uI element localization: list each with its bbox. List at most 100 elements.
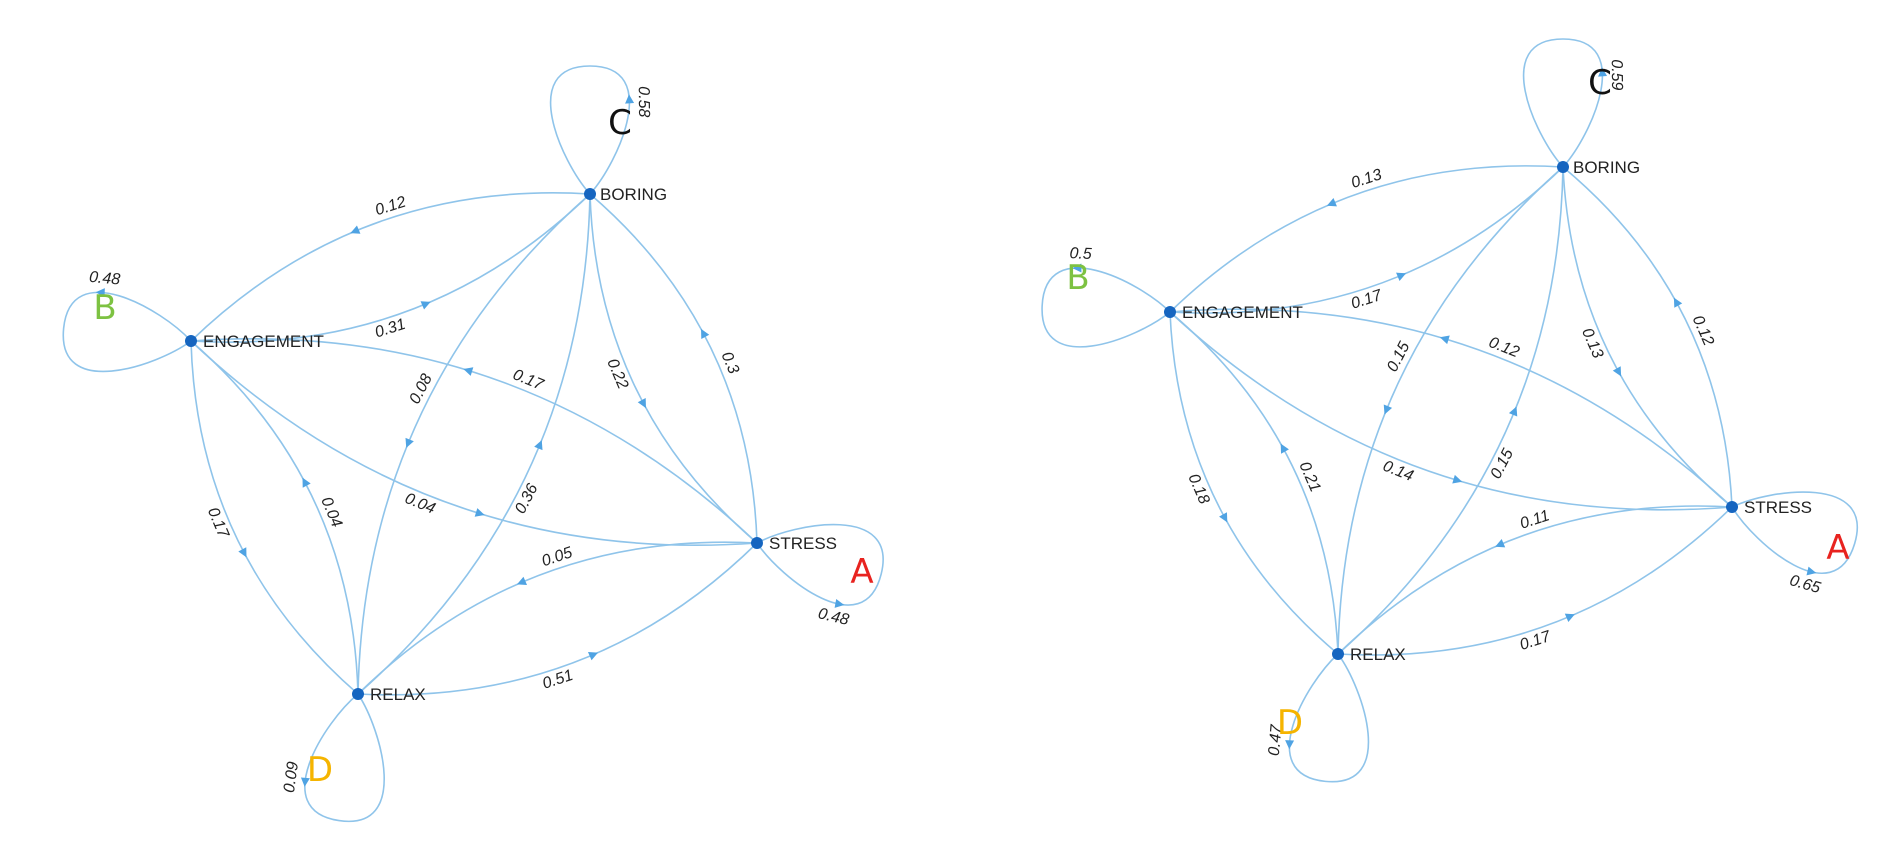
- edge-engagement-to-boring: 0.17: [1169, 166, 1564, 314]
- edge-weight: 0.17: [204, 505, 232, 541]
- edge-arrow: [1219, 512, 1228, 523]
- self-loop-engagement: 0.48: [62, 269, 192, 373]
- node-stress: STRESS: [1726, 498, 1812, 517]
- loop-arrow: [625, 94, 635, 104]
- edge-weight: 0.14: [1380, 458, 1415, 485]
- node-dot: [185, 335, 197, 347]
- edge-arrow: [534, 440, 543, 451]
- edge-weight: 0.21: [1295, 459, 1323, 494]
- nodes: BORING ENGAGEMENT STRESS RELAX: [1164, 158, 1812, 664]
- edge-arrow: [1452, 474, 1463, 484]
- node-label: ENGAGEMENT: [1182, 303, 1303, 322]
- node-relax: RELAX: [1332, 645, 1406, 664]
- edge-arrow: [701, 328, 710, 339]
- edge-line: [357, 193, 591, 695]
- node-stress: STRESS: [751, 534, 837, 553]
- edge-line: [1169, 166, 1564, 314]
- loop-line: [62, 291, 192, 373]
- edge-boring-to-relax: 0.15: [1337, 166, 1564, 655]
- loop-arrow: [1072, 263, 1082, 273]
- edge-weight: 0.51: [540, 667, 575, 693]
- edge-line: [1562, 166, 1733, 508]
- self-loop-engagement: 0.5: [1041, 245, 1171, 348]
- edge-arrow: [302, 477, 311, 488]
- loop-weight: 0.48: [88, 269, 121, 289]
- edge-weight: 0.08: [406, 371, 435, 407]
- edge-line: [357, 541, 758, 695]
- edge-arrow: [1508, 406, 1518, 417]
- edge-weight: 0.04: [317, 495, 345, 530]
- region-letter-engagement: B: [93, 288, 116, 328]
- region-letter-engagement: B: [1066, 258, 1089, 298]
- node-dot: [1332, 648, 1344, 660]
- edge-arrow: [238, 547, 247, 558]
- loop-line: [549, 65, 631, 195]
- node-dot: [1726, 501, 1738, 513]
- edge-line: [589, 193, 758, 544]
- self-loops: 0.59 0.5 0.65 0.47: [1041, 38, 1858, 783]
- nodes: BORING ENGAGEMENT STRESS RELAX: [185, 185, 837, 704]
- edge-arrow: [1326, 198, 1337, 207]
- edge-line: [357, 193, 591, 695]
- edge-weight: 0.12: [1689, 313, 1717, 348]
- node-dot: [1164, 306, 1176, 318]
- edge-arrow: [1383, 404, 1393, 415]
- edge-weight: 0.12: [373, 194, 408, 220]
- edge-stress-to-engagement: 0.12: [1169, 308, 1733, 508]
- node-dot: [1557, 161, 1569, 173]
- edge-weight: 0.15: [1488, 446, 1517, 482]
- edge-arrow: [1673, 297, 1683, 308]
- node-label: BORING: [600, 185, 667, 204]
- edge-line: [190, 192, 591, 342]
- edge-line: [190, 338, 758, 544]
- edge-weight: 0.22: [603, 356, 631, 391]
- loop-arrow: [95, 288, 105, 298]
- edge-weight: 0.36: [512, 481, 541, 517]
- node-boring: BORING: [1557, 158, 1640, 177]
- edge-arrow: [1495, 539, 1506, 548]
- edge-relax-to-boring: 0.36: [357, 193, 591, 695]
- edge-line: [1337, 166, 1564, 655]
- edge-line: [1337, 505, 1733, 655]
- edge-weight: 0.04: [402, 490, 437, 518]
- loop-line: [1041, 267, 1171, 348]
- node-engagement: ENGAGEMENT: [1164, 303, 1303, 322]
- self-loop-boring: 0.59: [1522, 38, 1625, 168]
- edge-weight: 0.18: [1184, 471, 1212, 506]
- region-letter-stress: A: [850, 552, 873, 592]
- edge-weight: 0.11: [1518, 507, 1552, 532]
- node-label: STRESS: [769, 534, 837, 553]
- self-loops: 0.580.480.480.09: [62, 65, 884, 823]
- loop-line: [1288, 653, 1370, 783]
- loop-line: [1522, 38, 1604, 168]
- edge-line: [1337, 506, 1733, 656]
- node-boring: BORING: [584, 185, 667, 204]
- edge-line: [589, 193, 758, 544]
- edge-stress-to-relax: 0.05: [357, 541, 758, 695]
- loop-weight: 0.47: [1266, 723, 1286, 757]
- loop-line: [756, 523, 884, 606]
- edge-weight: 0.13: [1578, 326, 1606, 361]
- edge-arrow: [516, 576, 528, 585]
- edge-weight: 0.17: [510, 366, 546, 394]
- edge-weight: 0.15: [1384, 339, 1413, 375]
- edge-weight: 0.05: [540, 544, 575, 570]
- node-label: RELAX: [370, 685, 426, 704]
- loop-weight: 0.65: [1788, 572, 1823, 597]
- loop-line: [1731, 491, 1858, 574]
- edge-arrow: [1280, 443, 1289, 454]
- node-engagement: ENGAGEMENT: [185, 332, 324, 351]
- edge-line: [357, 542, 758, 696]
- edge-relax-to-stress: 0.17: [1337, 506, 1733, 656]
- edge-weight: 0.13: [1349, 166, 1384, 192]
- node-dot: [751, 537, 763, 549]
- edge-arrow: [1564, 613, 1575, 622]
- loop-weight: 0.5: [1069, 245, 1092, 263]
- edge-boring-to-relax: 0.08: [357, 193, 591, 695]
- self-loop-relax: 0.47: [1266, 653, 1370, 783]
- loop-arrow: [1598, 67, 1608, 77]
